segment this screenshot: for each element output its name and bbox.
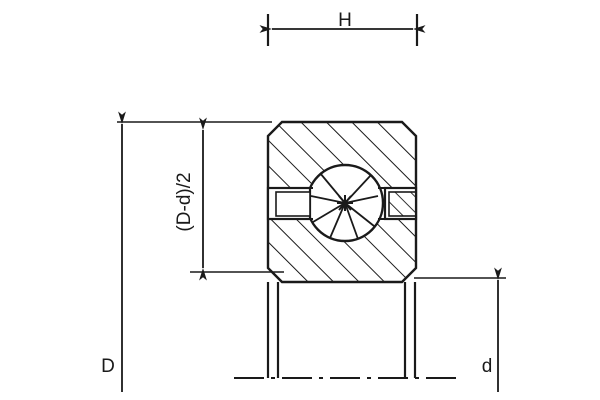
dimension-d: d [482, 267, 502, 392]
dimension-section-height: (D-d)/2 [174, 117, 207, 281]
bore-wall-legs [266, 282, 417, 378]
dimension-label-D: D [101, 356, 115, 377]
right-seal-land [383, 186, 418, 221]
dimension-H: H [259, 10, 426, 46]
bearing-body-outline [266, 120, 418, 284]
left-seal-land [266, 186, 312, 221]
dimension-label-H: H [338, 10, 352, 31]
dimension-label-section-height: (D-d)/2 [174, 172, 195, 231]
dimension-D: D [101, 111, 126, 392]
raceway-shoulder-lines [268, 187, 416, 220]
ball-center-mark [337, 195, 353, 211]
bearing-body [266, 120, 418, 284]
dimension-label-d: d [482, 356, 493, 377]
